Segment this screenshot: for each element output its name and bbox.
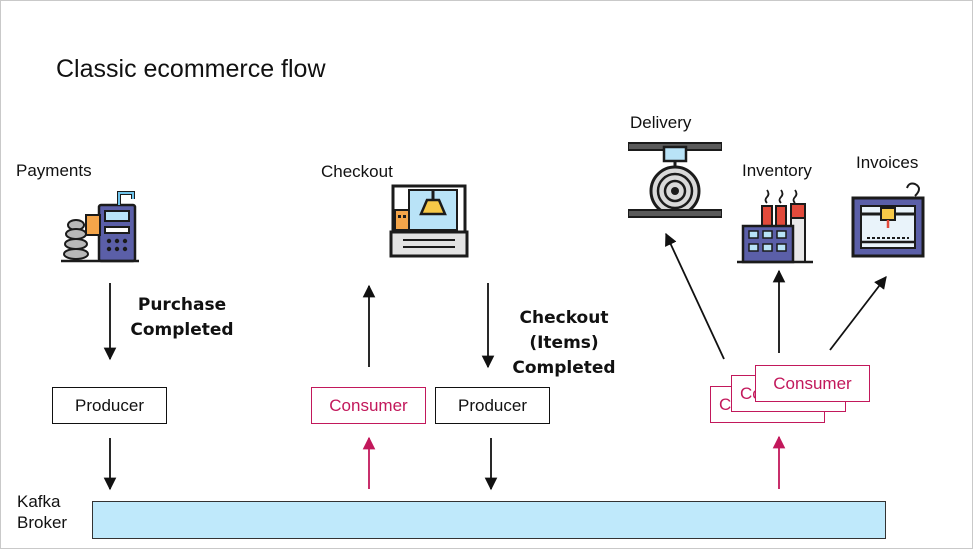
delivery-label: Delivery [630,113,692,132]
purchase-completed-event: Purchase Completed [119,293,245,343]
checkout-consumer-box: Consumer [311,387,426,424]
payments-producer-box: Producer [52,387,167,424]
event-line: Completed [512,358,616,378]
event-line: Completed [130,320,234,340]
checkout-machine-icon [389,184,469,258]
consumer-to-delivery-arrow [665,232,725,360]
broker-label-line: Broker [17,513,68,532]
consumer-stack-front: Consumer [755,365,870,402]
factory-icon [737,189,813,264]
checkout-label: Checkout [321,162,393,181]
checkout-items-completed-event: Checkout (Items) Completed [501,306,627,381]
invoices-label: Invoices [856,153,919,172]
diagram-title: Classic ecommerce flow [56,55,326,83]
payment-terminal-icon [61,191,139,263]
event-line: Purchase [137,295,227,315]
kafka-broker-bar [92,501,886,539]
checkout-producer-box: Producer [435,387,550,424]
kafka-broker-label: Kafka Broker [17,491,67,533]
event-line: (Items) [529,333,599,353]
consumer-to-invoices-arrow [829,276,887,351]
printer-3d-icon [851,182,925,258]
event-line: Checkout [519,308,609,328]
broker-label-line: Kafka [17,492,61,511]
cable-reel-icon [628,142,722,218]
payments-label: Payments [16,161,92,180]
inventory-label: Inventory [742,161,812,180]
